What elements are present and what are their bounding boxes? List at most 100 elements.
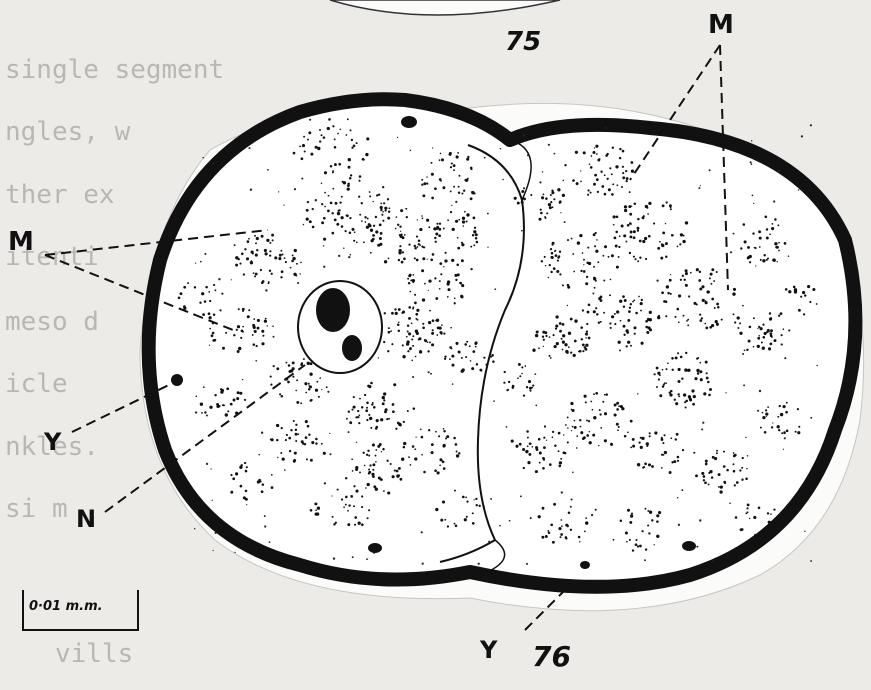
- mitochondrion-dot: [418, 239, 421, 242]
- mitochondrion-dot: [567, 526, 569, 528]
- mitochondrion-dot: [773, 508, 775, 510]
- mitochondrion-dot: [735, 516, 738, 519]
- mitochondrion-dot: [683, 315, 685, 317]
- mitochondrion-dot: [451, 259, 454, 262]
- mitochondrion-dot: [699, 370, 702, 373]
- mitochondrion-dot: [310, 399, 313, 402]
- mitochondrion-dot: [324, 482, 326, 484]
- mitochondrion-dot: [348, 504, 350, 506]
- mitochondrion-dot: [800, 296, 802, 298]
- mitochondrion-dot: [809, 301, 811, 303]
- mitochondrion-dot: [264, 320, 267, 323]
- mitochondrion-dot: [470, 268, 472, 270]
- mitochondrion-dot: [797, 408, 799, 410]
- mitochondrion-dot: [619, 235, 621, 237]
- mitochondrion-dot: [371, 403, 373, 405]
- mitochondrion-dot: [214, 289, 216, 291]
- mitochondrion-dot: [417, 246, 419, 248]
- mitochondrion-dot: [226, 387, 229, 390]
- mitochondrion-dot: [457, 273, 460, 276]
- mitochondrion-dot: [319, 140, 321, 142]
- mitochondrion-dot: [777, 416, 779, 418]
- mitochondrion-dot: [375, 427, 378, 430]
- mitochondrion-dot: [778, 169, 780, 171]
- mitochondrion-dot: [221, 293, 223, 295]
- mitochondrion-dot: [329, 453, 331, 455]
- mitochondrion-dot: [511, 440, 514, 443]
- mitochondrion-dot: [442, 500, 445, 503]
- mitochondrion-dot: [680, 356, 683, 359]
- mitochondrion-dot: [774, 218, 777, 221]
- mitochondrion-dot: [506, 389, 508, 391]
- mitochondrion-dot: [572, 426, 574, 428]
- mitochondrion-dot: [323, 266, 325, 268]
- mitochondrion-dot: [397, 137, 398, 138]
- mitochondrion-dot: [349, 129, 351, 131]
- mitochondrion-dot: [278, 191, 279, 192]
- mitochondrion-dot: [768, 521, 771, 524]
- mitochondrion-dot: [377, 488, 378, 489]
- mitochondrion-dot: [367, 450, 369, 452]
- mitochondrion-dot: [626, 331, 629, 334]
- mitochondrion-dot: [288, 437, 291, 440]
- mitochondrion-dot: [698, 187, 700, 189]
- mitochondrion-dot: [453, 164, 456, 167]
- mitochondrion-dot: [544, 256, 546, 258]
- mitochondrion-dot: [658, 511, 661, 514]
- mitochondrion-dot: [521, 373, 523, 375]
- mitochondrion-dot: [711, 298, 714, 301]
- mitochondrion-dot: [478, 505, 480, 507]
- mitochondrion-dot: [359, 175, 362, 178]
- mitochondrion-dot: [439, 280, 441, 282]
- mitochondrion-dot: [543, 346, 544, 347]
- mitochondrion-dot: [763, 254, 765, 256]
- mitochondrion-dot: [747, 455, 749, 457]
- mitochondrion-dot: [678, 380, 681, 383]
- mitochondrion-dot: [201, 292, 204, 295]
- mitochondrion-dot: [677, 460, 679, 462]
- mitochondrion-dot: [683, 235, 685, 237]
- mitochondrion-dot: [227, 410, 229, 412]
- mitochondrion-dot: [412, 445, 415, 448]
- mitochondrion-dot: [364, 465, 366, 467]
- mitochondrion-dot: [574, 420, 576, 422]
- mitochondrion-dot: [246, 257, 249, 260]
- mitochondrion-dot: [703, 392, 706, 395]
- mitochondrion-dot: [410, 464, 412, 466]
- mitochondrion-dot: [664, 382, 666, 384]
- mitochondrion-dot: [558, 465, 561, 468]
- mitochondrion-dot: [570, 402, 573, 405]
- mitochondrion-dot: [467, 214, 469, 216]
- mitochondrion-dot: [432, 147, 433, 148]
- mitochondrion-dot: [529, 442, 531, 444]
- mitochondrion-dot: [457, 455, 459, 457]
- mitochondrion-dot: [436, 319, 439, 322]
- mitochondrion-dot: [473, 217, 476, 220]
- mitochondrion-dot: [337, 133, 339, 135]
- mitochondrion-dot: [637, 229, 639, 231]
- mitochondrion-dot: [627, 509, 630, 512]
- mitochondrion-dot: [616, 423, 619, 426]
- mitochondrion-dot: [270, 384, 272, 386]
- mitochondrion-dot: [627, 224, 630, 227]
- mitochondrion-dot: [444, 356, 446, 358]
- mitochondrion-dot: [675, 356, 678, 359]
- mitochondrion-dot: [622, 150, 625, 153]
- mitochondrion-dot: [662, 385, 664, 387]
- mitochondrion-dot: [419, 244, 421, 246]
- mitochondrion-dot: [749, 518, 751, 520]
- mitochondrion-dot: [736, 481, 739, 484]
- mitochondrion-dot: [757, 345, 760, 348]
- mitochondrion-dot: [347, 510, 349, 512]
- mitochondrion-dot: [485, 364, 487, 366]
- mitochondrion-dot: [262, 335, 264, 337]
- mitochondrion-dot: [528, 127, 529, 128]
- mitochondrion-dot: [606, 393, 608, 395]
- mitochondrion-dot: [523, 467, 525, 469]
- mitochondrion-dot: [429, 341, 431, 343]
- mitochondrion-dot: [280, 276, 282, 278]
- mitochondrion-dot: [466, 220, 468, 222]
- mitochondrion-dot: [649, 435, 651, 437]
- mitochondrion-dot: [398, 251, 401, 254]
- scale-bar-label: 0·01 m.m.: [29, 599, 103, 614]
